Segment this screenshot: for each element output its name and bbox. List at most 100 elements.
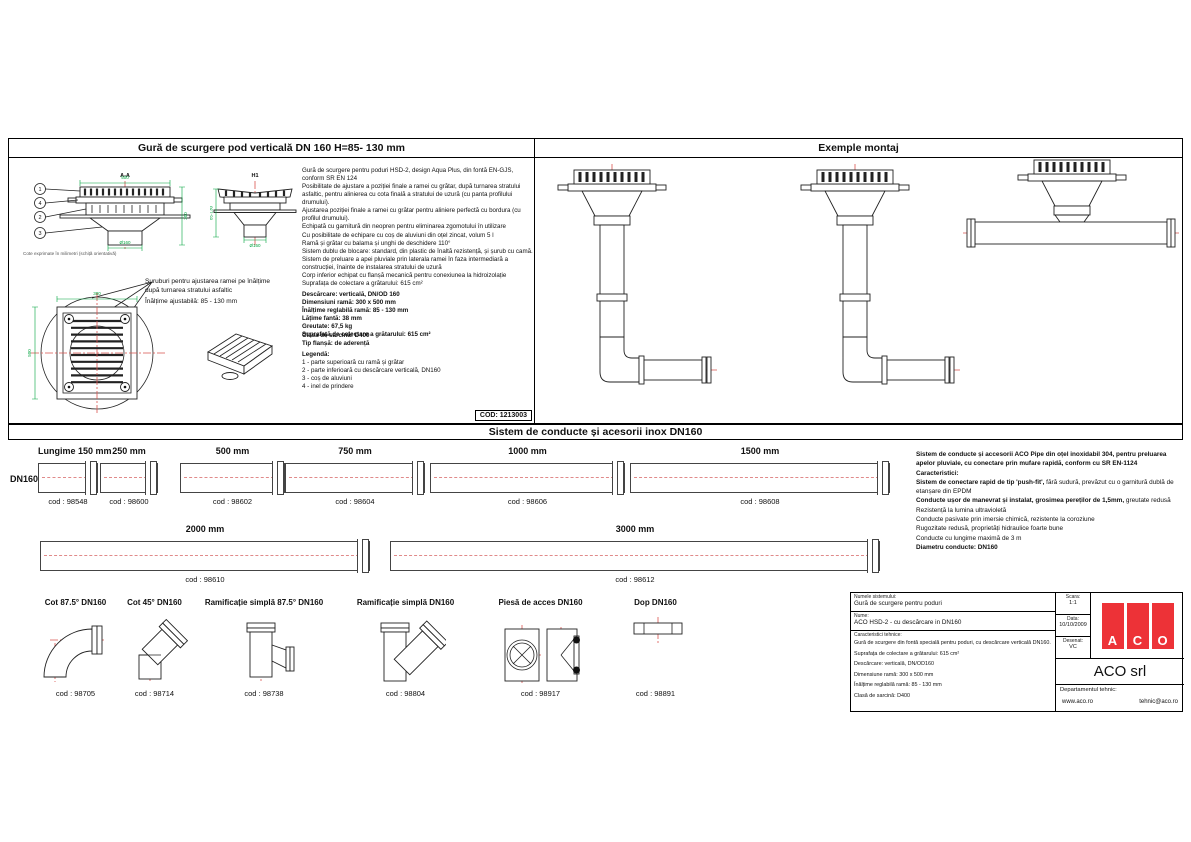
contact-links: www.aco.ro tehnic@aco.ro (1056, 699, 1184, 705)
title-block: Numele sistemului: Gură de scurgere pent… (850, 592, 1184, 712)
pipe-label: 1500 mm (740, 446, 780, 456)
pipe-item-1000: 1000 mm cod : 98606 (430, 446, 625, 506)
pipe-drawing (285, 461, 425, 495)
pipe-drawing (38, 461, 98, 495)
plan-view-drawing: 300 500 (27, 291, 167, 413)
pipes-title-bar: Sistem de conducte și acesorii inox DN16… (8, 424, 1183, 440)
montaj-assembly-1 (556, 164, 717, 385)
pipes-info: Sistem de conducte și accesorii ACO Pipe… (916, 451, 1174, 551)
pipe-drawing (390, 539, 880, 573)
callout-line-3: Înălțime ajustabilă: 85 - 130 mm (145, 297, 238, 305)
section-aa-drawing: A-A 500 300 Ø160 1 (34, 173, 191, 251)
dim-width: 500 (121, 175, 129, 180)
balloon-3: 3 (34, 226, 103, 239)
balloon-2: 2 (34, 208, 87, 223)
callout-line-1: Șuruburi pentru ajustarea ramei pe înălț… (145, 278, 271, 285)
montaj-panel: Exemple montaj (534, 138, 1183, 424)
drawing-caption: Cote exprimate în milimetri (schiță orie… (23, 251, 117, 256)
branch-45-drawing (380, 620, 446, 683)
pipe-label: 2000 mm (185, 524, 225, 534)
pipe-item-2000: 2000 mm cod : 98610 (40, 524, 370, 584)
pipe-item-1500: 1500 mm cod : 98608 (630, 446, 890, 506)
pipe-code: cod : 98602 (212, 497, 253, 506)
tee-87-drawing (246, 622, 296, 681)
balloon-1: 1 (34, 183, 81, 195)
product-description: Gură de scurgere pentru poduri HSD-2, de… (302, 167, 533, 287)
pipe-label: 500 mm (215, 446, 250, 456)
company-name: ACO srl (1056, 659, 1184, 685)
dim-plan-top: 300 (93, 291, 101, 296)
section-h1-drawing: H1 85-130 Ø160 (210, 173, 297, 248)
department-label: Departamentul tehnic: (1060, 687, 1117, 693)
dim-height: 300 (183, 212, 188, 220)
elbow-45-drawing (138, 618, 188, 681)
pipe-drawing (100, 461, 158, 495)
pipe-code: cod : 98600 (109, 497, 149, 506)
pipe-drawing (180, 461, 285, 495)
access-piece-drawing (504, 625, 580, 683)
date-label: Data: (1067, 616, 1079, 622)
logo-bar-c: C (1126, 602, 1149, 649)
dn-label: DN160 (10, 474, 39, 484)
callout-line-2: după turnarea stratului asfaltic (145, 286, 233, 294)
fitting-branch-45: Ramificație simplă DN160 cod : 98804 (356, 598, 455, 698)
drain-panel-title: Gură de scurgere pod verticală DN 160 H=… (9, 139, 534, 158)
logo-bar-a: A (1101, 602, 1124, 649)
pipe-label: 1000 mm (508, 446, 547, 456)
section-h1-label: H1 (251, 173, 258, 179)
section-aa-label: A-A (120, 173, 130, 179)
fitting-cap: Dop DN160 cod : 98891 (618, 598, 693, 698)
pipe-item-150: Lungime 150 mm cod : 98548 (38, 446, 112, 506)
pipe-code: cod : 98604 (335, 497, 375, 506)
pipe-label: 3000 mm (615, 524, 655, 534)
logo-bar-o: O (1151, 602, 1174, 649)
fitting-elbow-87: Cot 87.5° DN160 cod : 98705 (28, 598, 123, 698)
pipe-drawing (40, 539, 370, 573)
svg-text:2: 2 (38, 215, 41, 221)
dim-adjustable: 85-130 (210, 205, 214, 220)
product-name-label: Nume: (854, 613, 869, 619)
dim-outlet: Ø160 (119, 240, 131, 245)
pipe-drawing (630, 461, 890, 495)
pipe-code: cod : 98606 (507, 497, 548, 506)
svg-text:3: 3 (38, 231, 41, 237)
tech-label: Caracteristici tehnice: (854, 632, 902, 638)
montaj-panel-body (535, 158, 1182, 423)
dim-outlet-2: Ø160 (249, 243, 261, 248)
system-name-value: Gură de scurgere pentru poduri (854, 600, 942, 607)
isometric-drawing (207, 333, 273, 380)
cap-drawing (633, 617, 683, 643)
pipe-label: Lungime 150 mm (38, 446, 112, 456)
callout-note: Șuruburi pentru ajustarea ramei pe înălț… (145, 278, 345, 306)
pipe-item-3000: 3000 mm cod : 98612 (390, 524, 880, 584)
title-block-left: Numele sistemului: Gură de scurgere pent… (851, 593, 1056, 711)
system-name-label: Numele sistemului: (854, 594, 897, 600)
product-text-column: Gură de scurgere pentru poduri HSD-2, de… (302, 167, 536, 391)
balloon-4: 4 (34, 197, 79, 209)
scale-label: Scara: (1065, 594, 1081, 600)
pipe-item-500: 500 mm cod : 98602 (180, 446, 285, 506)
drawn-by-value: VC (1069, 644, 1077, 650)
fitting-tee-87: Ramificație simplă 87.5° DN160 cod : 987… (204, 598, 324, 698)
pipe-label: 250 mm (112, 446, 146, 456)
svg-text:1: 1 (38, 187, 41, 193)
pipe-code: cod : 98548 (48, 497, 88, 506)
fitting-access: Piesă de acces DN160 cod : 98917 (498, 598, 583, 698)
aco-logo: A C O (1091, 593, 1184, 659)
date-value: 10/10/2009 (1059, 622, 1087, 628)
pipe-code: cod : 98610 (185, 575, 225, 584)
product-specs: Descărcare: verticală, DN/OD 160 Dimensi… (302, 290, 431, 347)
montaj-assembly-3 (963, 158, 1179, 248)
montaj-assembly-2 (799, 164, 960, 385)
corner-bolts (64, 314, 130, 392)
montaj-panel-title: Exemple montaj (535, 139, 1182, 158)
fitting-elbow-45: Cot 45° DN160 cod : 98714 (112, 598, 197, 698)
scale-value: 1:1 (1069, 600, 1077, 606)
product-legend: Legendă: 1 - parte superioară cu ramă și… (302, 350, 441, 391)
elbow-87-drawing (43, 625, 104, 682)
pipe-item-750: 750 mm cod : 98604 (285, 446, 425, 506)
website-link: www.aco.ro (1062, 699, 1094, 705)
product-code: COD: 1213003 (474, 410, 532, 421)
svg-text:4: 4 (38, 201, 41, 207)
